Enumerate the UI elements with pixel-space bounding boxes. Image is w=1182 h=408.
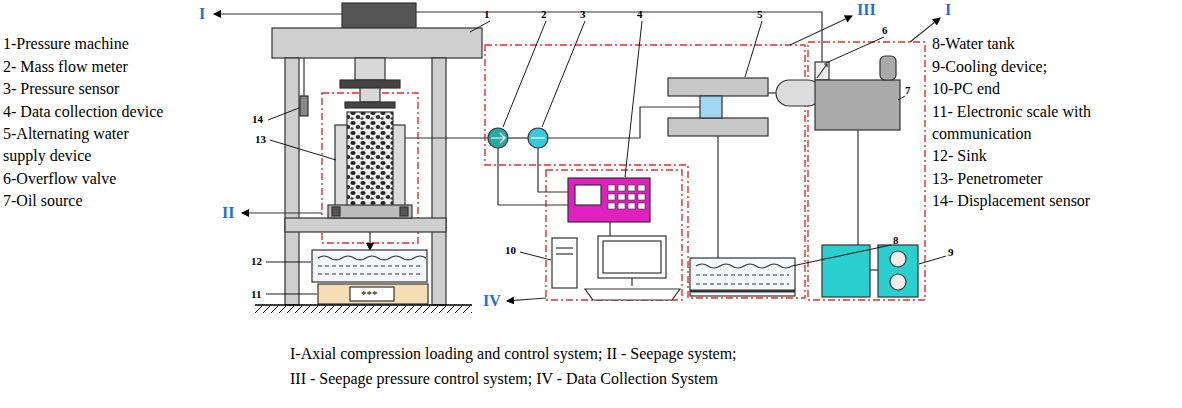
callout-number: 11 [251, 288, 261, 301]
cooling-device [822, 245, 918, 297]
callout-number: 7 [905, 84, 911, 97]
legend-item: 8-Water tank [932, 33, 1015, 55]
key [608, 194, 615, 200]
system-numeral: I [199, 5, 205, 23]
flow-meter-and-sensor [488, 128, 548, 148]
key [638, 194, 645, 200]
data-collection-device [568, 178, 650, 222]
system-key: III - Seepage pressure control system; I… [290, 368, 718, 390]
legend-item: 12- Sink [932, 145, 987, 167]
key [638, 185, 645, 191]
key [628, 185, 635, 191]
scale-display: *** [361, 288, 378, 300]
callout-number: 12 [251, 255, 262, 268]
water-tank [690, 258, 795, 296]
system-numeral: III [857, 1, 876, 19]
key [638, 203, 645, 209]
system-numeral: I [945, 1, 951, 19]
legend-item: 2- Mass flow meter [3, 56, 128, 78]
legend-item: 11- Electronic scale with communication [932, 101, 1177, 145]
key [618, 194, 625, 200]
key [608, 203, 615, 209]
legend-item: 4- Data collection device [3, 101, 163, 123]
callout-number: 8 [893, 234, 899, 247]
callout-number: 14 [252, 113, 263, 126]
legend-item: 3- Pressure sensor [3, 78, 119, 100]
callout-number: 4 [637, 8, 643, 21]
legend-item: 10-PC end [932, 78, 1000, 100]
callout-number: 9 [948, 246, 954, 259]
callout-number: 1 [484, 8, 490, 21]
legend-item: 6-Overflow valve [3, 168, 116, 190]
legend-item: 5-Alternating water supply device [3, 123, 153, 167]
sink [312, 250, 427, 282]
key [618, 185, 625, 191]
legend-item: 7-Oil source [3, 190, 83, 212]
legend-item: 13- Penetrometer [932, 168, 1043, 190]
callout-number: 13 [255, 133, 266, 146]
pc [552, 236, 680, 300]
pressure-machine [272, 3, 482, 305]
leader-lines [266, 21, 946, 294]
callout-number: 10 [505, 244, 516, 257]
key [608, 185, 615, 191]
callout-number: 3 [580, 8, 586, 21]
callout-number: 2 [541, 8, 547, 21]
alternating-water-supply [668, 78, 821, 136]
callout-number: 6 [882, 24, 888, 37]
system-key: I-Axial compression loading and control … [290, 343, 737, 365]
system-numeral: II [222, 204, 234, 222]
callout-number: 5 [757, 8, 763, 21]
penetrometer [328, 112, 412, 250]
ground [255, 305, 472, 313]
oil-source-and-valve [815, 56, 900, 130]
legend-item: 1-Pressure machine [3, 33, 129, 55]
electronic-scale [318, 284, 428, 304]
legend-item: 14- Displacement sensor [932, 190, 1090, 212]
legend-item: 9-Cooling device; [932, 56, 1047, 78]
key [618, 203, 625, 209]
key [628, 194, 635, 200]
pipes-and-wires [214, 12, 940, 301]
system-numeral: IV [483, 292, 501, 310]
displacement-sensor [300, 58, 308, 116]
key [628, 203, 635, 209]
